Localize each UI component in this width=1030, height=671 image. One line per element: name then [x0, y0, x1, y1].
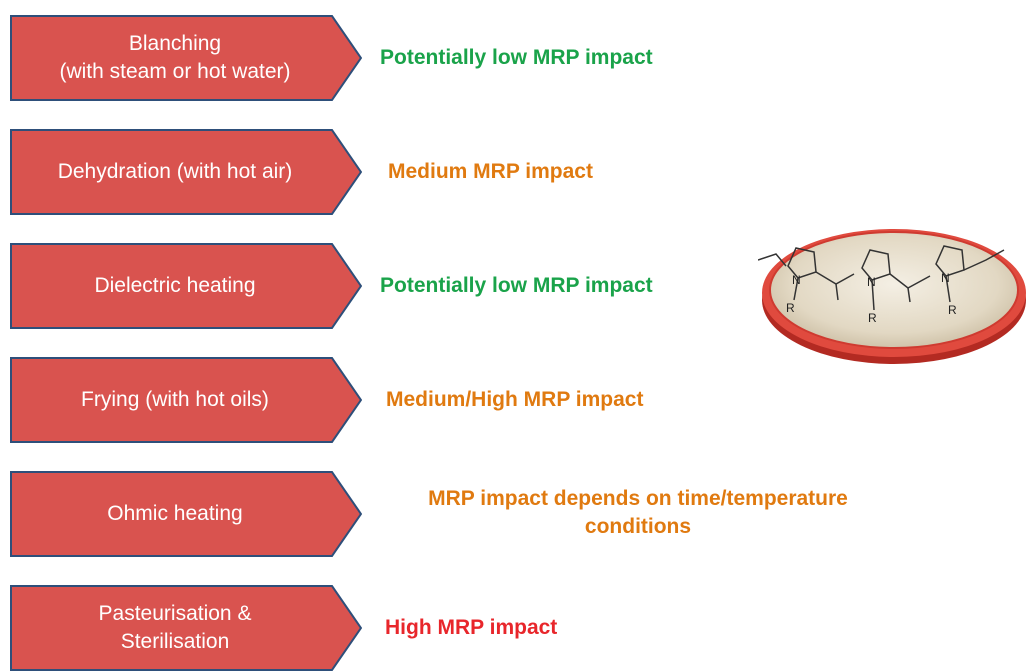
arrow-shape: [10, 15, 362, 101]
process-arrow: Dehydration (with hot air): [10, 129, 362, 215]
atom-label-r: R: [948, 303, 957, 317]
atom-label-n: N: [941, 271, 950, 285]
process-arrow: Pasteurisation & Sterilisation: [10, 585, 362, 671]
impact-text: High MRP impact: [385, 616, 558, 639]
process-label: Pasteurisation & Sterilisation: [98, 602, 252, 653]
melanoidin-structure-dish-icon: N N N R R R: [757, 216, 1030, 368]
atom-label-r: R: [868, 311, 877, 325]
impact-text: Potentially low MRP impact: [380, 274, 653, 297]
arrow-shape: [10, 585, 362, 671]
atom-label-n: N: [792, 273, 801, 287]
process-label: Frying (with hot oils): [81, 388, 269, 411]
molecule-illustration: N N N R R R: [757, 229, 1026, 364]
impact-text: MRP impact depends on time/temperature c…: [428, 487, 848, 538]
process-label: Dielectric heating: [94, 274, 256, 297]
process-label: Ohmic heating: [107, 502, 243, 525]
arrow-shape: [10, 357, 362, 443]
process-arrow: Blanching (with steam or hot water): [10, 15, 362, 101]
process-arrow: Ohmic heating: [10, 471, 362, 557]
arrow-shape: [10, 243, 362, 329]
molecule-atom-labels: N N N R R R: [786, 271, 957, 325]
molecule-bonds: [757, 245, 1005, 311]
impact-text: Medium/High MRP impact: [386, 388, 644, 411]
impact-text: Medium MRP impact: [388, 160, 593, 183]
arrow-shape: [10, 471, 362, 557]
atom-label-n: N: [867, 275, 876, 289]
process-label: Dehydration (with hot air): [57, 160, 293, 183]
arrow-shape: [10, 129, 362, 215]
atom-label-r: R: [786, 301, 795, 315]
process-arrow: Dielectric heating: [10, 243, 362, 329]
process-label: Blanching (with steam or hot water): [59, 32, 291, 83]
process-arrow: Frying (with hot oils): [10, 357, 362, 443]
impact-text: Potentially low MRP impact: [380, 46, 653, 69]
